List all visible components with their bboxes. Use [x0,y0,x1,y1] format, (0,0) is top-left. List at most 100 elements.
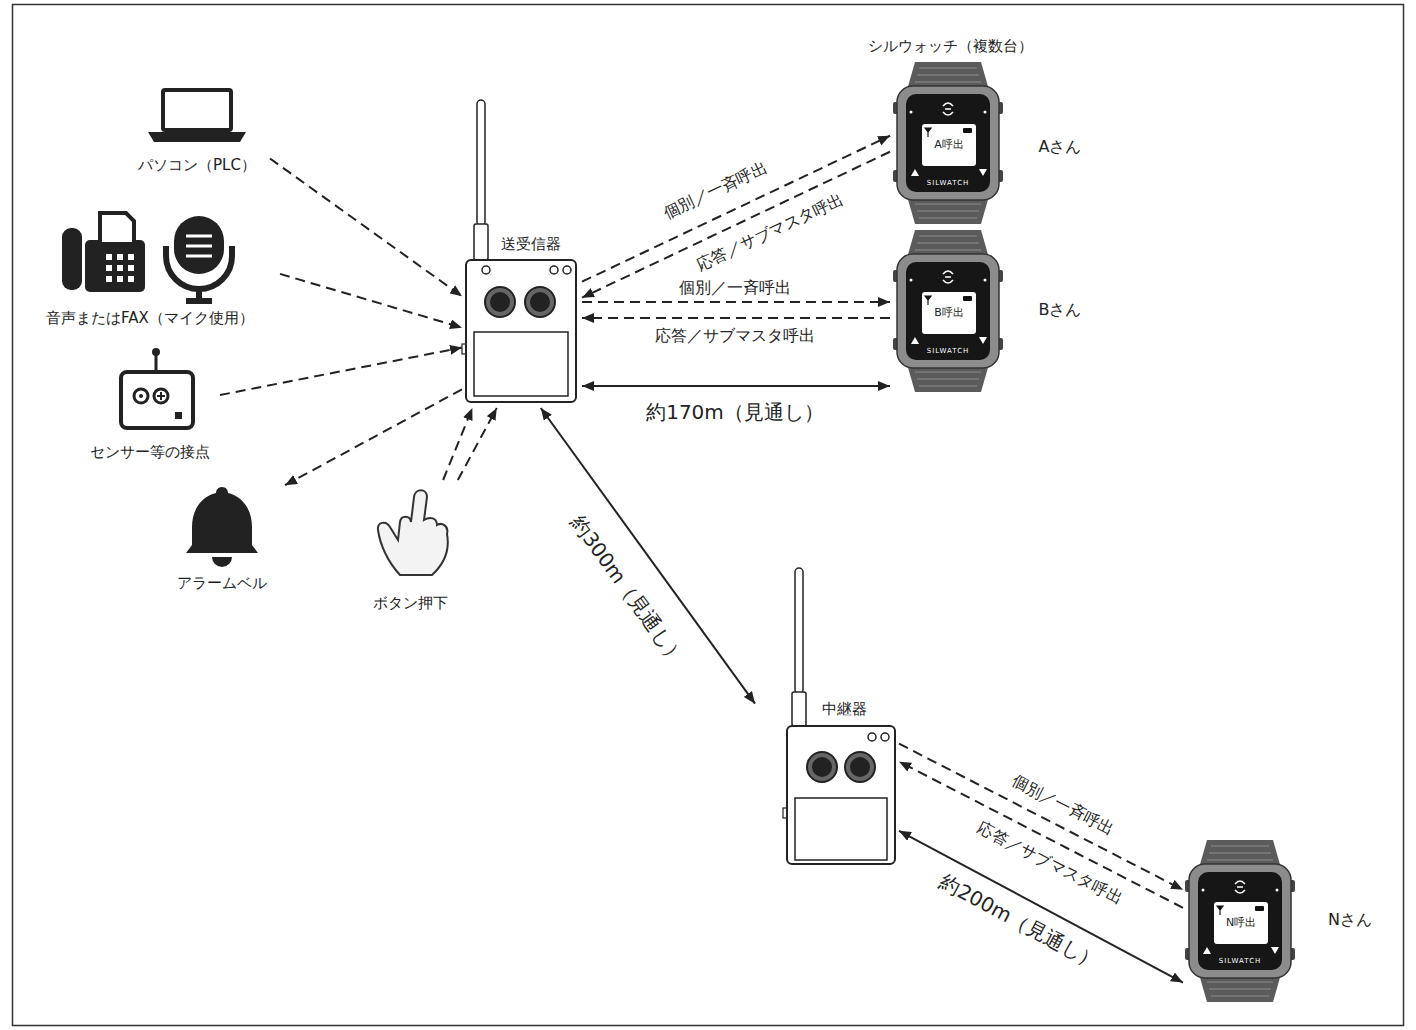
device-case [787,726,895,864]
antenna-rod [795,568,803,694]
fax-key [106,254,112,260]
device-button-core [530,292,550,312]
device-label: パソコン（PLC） [138,156,256,174]
repeater-body [783,726,895,864]
signal-arrow [582,136,890,282]
sensor-dial [134,389,148,403]
bell-body [186,487,258,553]
screen-text: A呼出 [934,138,964,151]
device-button [525,287,555,317]
laptop-icon [148,90,246,142]
signal-arrow [443,408,472,480]
distance-line [541,408,755,704]
fax-key [106,265,112,271]
device-label: アラームベル [177,574,267,592]
device-label: 音声またはFAX（マイク使用） [46,309,254,327]
fax-key [128,265,134,271]
signal-arrow [582,152,890,298]
sensor-box [121,372,193,428]
watch-drawing [893,62,1003,224]
sensor-dial-dot [139,394,143,398]
device-button-core [812,757,832,777]
transceiver-node: 送受信器 [462,231,582,408]
device-label: ボタン押下 [373,594,448,612]
fax-body [85,240,145,292]
repeater-node: 中継器 [755,696,899,868]
watch-node: A呼出 Aさん [890,60,1090,226]
device-panel [795,798,887,860]
sensor-dial [154,389,168,403]
edge-label: 応答／サブマスタ呼出 [653,326,817,345]
device-label: センサー等の接点 [90,443,210,461]
signal-arrow [220,348,462,395]
device-button [485,287,515,317]
indicator [868,733,876,741]
device-label: 中継器 [822,700,867,718]
mic-grille [186,236,212,256]
bell-clapper [212,557,232,567]
device-button-core [490,292,510,312]
device-button-core [850,757,870,777]
brand-mark: SILWATCH [1219,957,1262,965]
outer-frame [13,5,1404,1026]
device-button [845,752,875,782]
edge-label: 個別／一斉呼出 [1007,770,1119,840]
watch-drawing [893,230,1003,392]
distance-line [582,385,890,387]
fax-key [117,254,123,260]
edge-label: 個別／一斉呼出 [677,278,793,297]
fax-handset [62,228,82,290]
screen-text: B呼出 [934,306,964,319]
pc-node: パソコン（PLC） [125,82,270,178]
person-name: Aさん [1039,137,1082,156]
transceiver-body [462,260,576,402]
device-case [466,260,576,402]
indicator [881,733,889,741]
hand-icon [378,490,448,575]
group-title: シルウォッチ（複数台） [868,37,1033,55]
sensor-led [175,412,182,419]
brand-mark: SILWATCH [927,347,970,355]
fax-key [128,276,134,282]
transceiver-drawing [462,100,576,402]
sensor-icon [121,348,193,428]
signal-arrow [285,389,462,485]
sensor-antenna-tip [152,348,160,356]
bell-icon [186,487,258,567]
antenna-rod [477,100,485,226]
alarm-bell-node: アラームベル [160,484,285,596]
indicator [563,266,571,274]
fax-key [117,276,123,282]
fax-key [117,265,123,271]
edge-label: 応答／サブマスタ呼出 [692,189,849,276]
person-name: Nさん [1328,910,1372,929]
fax-paper [100,213,134,244]
signal-arrow [270,159,462,297]
watch-drawing [1185,840,1295,1002]
sensor-plus [157,392,165,400]
fax-key [106,276,112,282]
device-panel [474,332,568,396]
fax-icon [62,213,145,292]
signal-arrow [280,274,462,328]
antenna-base [474,224,488,260]
screen-text: N呼出 [1226,916,1256,929]
edge-label: 約300m（見通し） [565,509,691,670]
mic-capsule [174,216,224,274]
antenna-base [792,692,806,726]
edge-label: 個別／一斉呼出 [658,157,771,223]
watch-node: B呼出 Bさん [890,228,1090,394]
signal-arrow [582,301,890,303]
device-label: 送受信器 [501,235,561,253]
fax-mic-node: 音声またはFAX（マイク使用） [30,208,280,331]
watch-node: N呼出 Nさん [1183,838,1383,1004]
person-name: Bさん [1039,300,1082,319]
repeater-drawing [783,568,895,864]
signal-arrow [582,317,890,319]
mic-stand [186,289,212,301]
indicator [550,266,558,274]
brand-mark: SILWATCH [927,179,970,187]
